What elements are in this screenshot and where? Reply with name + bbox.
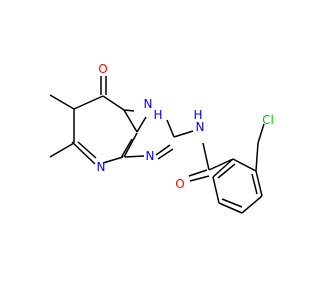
bond-ring-3 (241, 195, 263, 214)
bond-c-carbonyl-o-b (189, 175, 210, 182)
bond-ring-4 (218, 202, 243, 214)
atom-label-nitrogen-pyrimidine: N (97, 160, 106, 174)
bond-c2-n3 (155, 144, 171, 156)
bond-c-carbonyl-aryl (208, 158, 234, 171)
atom-label-hydrogen-1h: H (153, 108, 162, 122)
bond-c5-c6 (73, 95, 104, 110)
bond-c-carbonyl-o-a (188, 169, 208, 177)
bond-ring-6 (212, 158, 234, 178)
bond-c7-n8 (123, 109, 138, 133)
bond-c9-n10 (102, 156, 124, 164)
bond-methyl-upper (49, 94, 75, 110)
atom-label-nitrogen-triazole: N (146, 149, 155, 163)
molecule-structure-diagram: O N H N H Cl O N N (49, 62, 274, 214)
atom-label-nitrogen-1h: N (144, 97, 153, 111)
bond-n3-c9 (124, 155, 145, 158)
atom-label-nitrogen-amide: N (196, 120, 205, 134)
bond-c2-n-amide (173, 130, 194, 138)
bond-n1-c2 (166, 119, 175, 138)
atom-label-oxygen-amide: O (175, 177, 184, 191)
bond-cl-extension (257, 123, 265, 144)
bond-c6-c7 (102, 95, 125, 111)
bond-c9-n1h (136, 116, 147, 133)
bond-n8-c9 (123, 132, 138, 158)
bond-ring-1 (232, 158, 257, 172)
bond-methyl-lower (49, 142, 75, 158)
bond-n10-c4 (71, 141, 96, 165)
atom-label-oxygen-ketone: O (98, 62, 107, 76)
bond-ring-cl (255, 142, 259, 172)
bond-ring-5 (212, 176, 220, 204)
bond-c2-n3-inner (157, 148, 174, 160)
bond-ring-4-inner (221, 198, 243, 208)
bond-ring-6-inner (217, 163, 236, 179)
bond-ring-2 (255, 170, 263, 197)
atom-label-chlorine: Cl (262, 113, 274, 127)
bond-c7-n1 (123, 109, 135, 112)
bond-n8-c9-inner (120, 138, 133, 159)
bond-n-amide-c-carbonyl (202, 142, 210, 171)
atom-label-hydrogen-amide: H (193, 108, 202, 122)
bond-ring-2-inner (251, 173, 258, 195)
bond-n10-c4-inner (77, 141, 97, 159)
